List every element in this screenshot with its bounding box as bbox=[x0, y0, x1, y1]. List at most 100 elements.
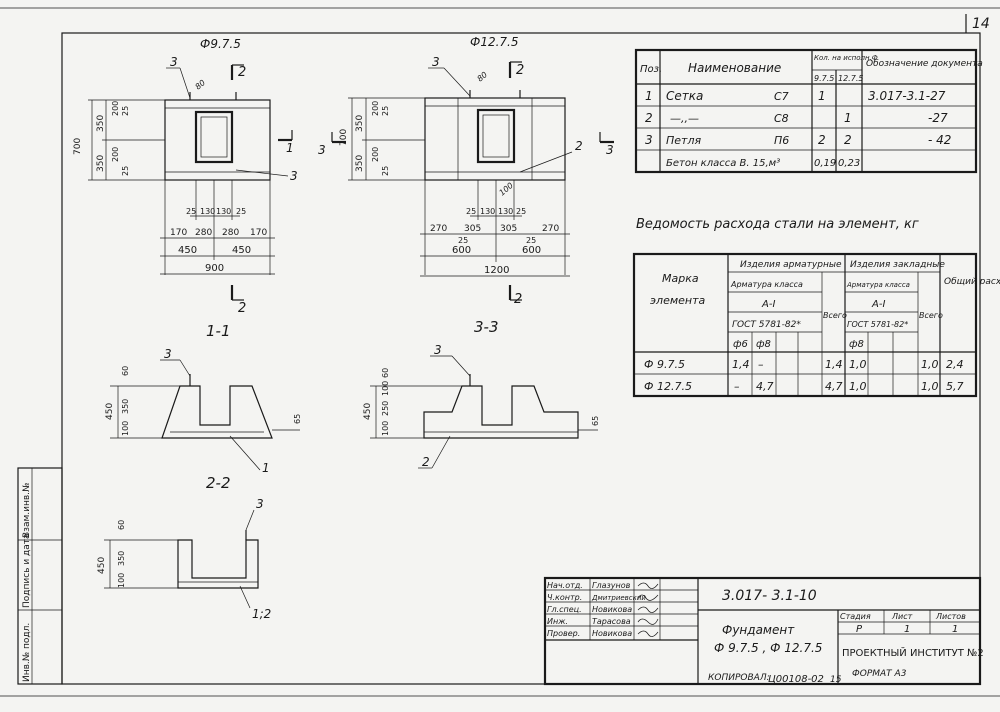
svg-text:350: 350 bbox=[355, 115, 365, 132]
side-label-c: Инв.№ подл. bbox=[22, 623, 32, 682]
stamp-person-4: Инж. Тарасова bbox=[547, 617, 631, 626]
svg-text:3: 3 bbox=[606, 143, 614, 157]
spec-row-1: 1 Сетка С7 1 3.017-3.1-27 bbox=[645, 89, 946, 103]
svg-text:-27: -27 bbox=[928, 111, 948, 125]
doc-title-2: Ф 9.7.5 , Ф 12.7.5 bbox=[714, 641, 822, 655]
svg-text:3: 3 bbox=[645, 133, 653, 147]
svg-text:25: 25 bbox=[121, 166, 130, 176]
svg-text:С8: С8 bbox=[774, 112, 789, 125]
svg-text:450: 450 bbox=[97, 557, 107, 574]
svg-text:ГОСТ 5781-82*: ГОСТ 5781-82* bbox=[732, 320, 801, 330]
plan-f975: Ф9.7.5 2 2 1 3 80 3 700 350 350 200 25 2… bbox=[73, 37, 298, 316]
svg-text:Нач.отд.: Нач.отд. bbox=[547, 581, 583, 590]
svg-text:Провер.: Провер. bbox=[547, 629, 580, 638]
section-1-1: 3 1 450 60 350 100 65 bbox=[105, 347, 302, 475]
svg-text:1: 1 bbox=[262, 461, 270, 475]
svg-text:Всего: Всего bbox=[823, 311, 847, 320]
svg-text:С7: С7 bbox=[774, 90, 789, 103]
svg-text:130: 130 bbox=[200, 207, 215, 216]
steel-row-1: Ф 9.7.5 1,4 – 1,4 1,0 1,0 2,4 bbox=[644, 358, 964, 371]
svg-text:200: 200 bbox=[111, 147, 120, 162]
section-3-3-label: 3-3 bbox=[474, 318, 499, 336]
plan2-title: Ф12.7.5 bbox=[470, 35, 519, 49]
svg-text:3: 3 bbox=[434, 343, 442, 357]
svg-text:Стадия: Стадия bbox=[840, 612, 871, 621]
stamp-person-3: Гл.спец. Новикова bbox=[547, 605, 632, 614]
signature-1 bbox=[637, 582, 659, 589]
svg-text:3: 3 bbox=[318, 143, 326, 157]
signature-3 bbox=[637, 606, 659, 613]
svg-text:1: 1 bbox=[952, 624, 958, 635]
svg-text:350: 350 bbox=[96, 115, 106, 132]
svg-text:4,7: 4,7 bbox=[825, 380, 843, 393]
svg-text:80: 80 bbox=[476, 70, 490, 83]
svg-text:1: 1 bbox=[818, 89, 826, 103]
svg-text:305: 305 bbox=[500, 224, 517, 234]
signature-5 bbox=[637, 630, 659, 637]
svg-text:60: 60 bbox=[117, 520, 126, 530]
svg-text:900: 900 bbox=[205, 263, 224, 274]
svg-text:2,4: 2,4 bbox=[946, 358, 964, 371]
svg-text:25: 25 bbox=[458, 236, 468, 245]
svg-text:60: 60 bbox=[381, 368, 390, 378]
svg-text:280: 280 bbox=[222, 228, 239, 238]
svg-text:П6: П6 bbox=[774, 134, 789, 147]
svg-text:25: 25 bbox=[236, 207, 246, 216]
svg-text:100: 100 bbox=[381, 381, 390, 396]
plan1-title: Ф9.7.5 bbox=[200, 37, 241, 51]
spec-h-doc: Обозначение документа bbox=[866, 59, 983, 69]
svg-text:2: 2 bbox=[514, 292, 522, 307]
svg-text:2: 2 bbox=[575, 139, 583, 153]
svg-text:1,4: 1,4 bbox=[825, 358, 843, 371]
spec-table: Поз. Наименование Кол. на исполн.Ф 9.7.5… bbox=[634, 48, 983, 174]
svg-text:3: 3 bbox=[170, 55, 178, 69]
spec-h-pos: Поз. bbox=[640, 64, 662, 75]
svg-text:2: 2 bbox=[818, 133, 826, 147]
svg-text:Арматура класса: Арматура класса bbox=[730, 280, 803, 289]
svg-text:ГОСТ 5781-82*: ГОСТ 5781-82* bbox=[847, 320, 908, 329]
doc-title-1: Фундамент bbox=[722, 623, 795, 637]
svg-text:12.7.5: 12.7.5 bbox=[838, 74, 863, 83]
svg-text:270: 270 bbox=[542, 224, 559, 234]
svg-text:3: 3 bbox=[432, 55, 440, 69]
svg-text:350: 350 bbox=[355, 155, 365, 172]
svg-text:60: 60 bbox=[121, 366, 130, 376]
svg-text:Изделия арматурные: Изделия арматурные bbox=[740, 260, 842, 270]
svg-text:Сетка: Сетка bbox=[666, 89, 703, 103]
spec-row-3: 3 Петля П6 2 2 - 42 bbox=[645, 133, 951, 147]
svg-text:- 42: - 42 bbox=[928, 133, 951, 147]
svg-text:1,4: 1,4 bbox=[732, 358, 750, 371]
svg-text:25: 25 bbox=[516, 207, 526, 216]
copy-number: 15 bbox=[830, 675, 842, 685]
svg-text:Бетон класса В. 15,м³: Бетон класса В. 15,м³ bbox=[666, 158, 780, 169]
svg-text:100: 100 bbox=[381, 421, 390, 436]
svg-text:Ч.контр.: Ч.контр. bbox=[547, 593, 582, 602]
svg-text:350: 350 bbox=[96, 155, 106, 172]
svg-text:200: 200 bbox=[111, 101, 120, 116]
svg-text:25: 25 bbox=[121, 106, 130, 116]
svg-text:25: 25 bbox=[381, 106, 390, 116]
svg-text:3: 3 bbox=[290, 169, 298, 183]
svg-text:25: 25 bbox=[466, 207, 476, 216]
stamp-person-5: Провер. Новикова bbox=[547, 629, 632, 638]
svg-text:Изделия закладные: Изделия закладные bbox=[850, 260, 945, 270]
svg-text:25: 25 bbox=[381, 166, 390, 176]
svg-text:1,0: 1,0 bbox=[849, 358, 867, 371]
svg-text:элемента: элемента bbox=[650, 294, 706, 307]
svg-text:450: 450 bbox=[105, 403, 115, 420]
svg-text:Ф 9.7.5: Ф 9.7.5 bbox=[644, 358, 685, 371]
svg-text:2: 2 bbox=[238, 301, 246, 316]
frame bbox=[61, 32, 981, 685]
svg-text:Всего: Всего bbox=[919, 311, 943, 320]
svg-text:250: 250 bbox=[381, 401, 390, 416]
svg-text:3.017-3.1-27: 3.017-3.1-27 bbox=[868, 89, 946, 103]
svg-text:2: 2 bbox=[238, 65, 246, 80]
svg-text:2: 2 bbox=[645, 111, 653, 125]
svg-text:Р: Р bbox=[856, 624, 863, 635]
svg-text:Инж.: Инж. bbox=[547, 617, 568, 626]
section-1-1-label: 1-1 bbox=[206, 322, 231, 340]
steel-table: Марка элемента Изделия арматурные Издели… bbox=[632, 252, 1000, 398]
spec-row-4: Бетон класса В. 15,м³ 0,19 0,23 bbox=[666, 158, 860, 169]
svg-text:ф8: ф8 bbox=[756, 339, 771, 350]
spec-h-name: Наименование bbox=[688, 61, 781, 75]
